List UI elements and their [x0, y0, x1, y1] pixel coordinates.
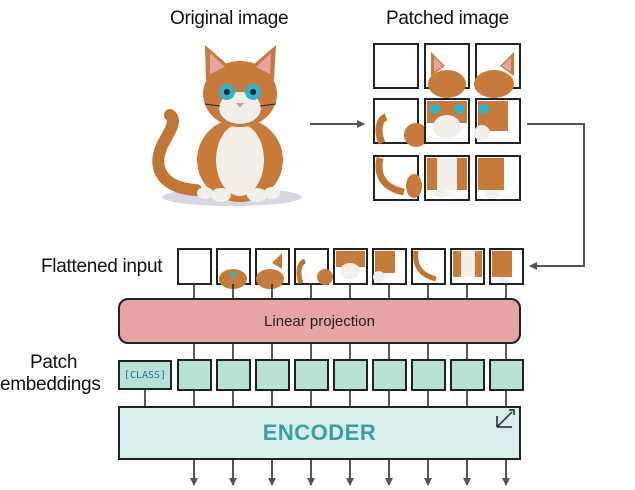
patch-embedding-boxes — [177, 359, 524, 391]
patch-embeddings-label-line1: Patch — [30, 352, 78, 373]
flattened-input-label: Flattened input — [41, 256, 163, 277]
encoder-block: ENCODER — [118, 406, 521, 460]
patched-image-heading: Patched image — [386, 8, 509, 29]
flattened-to-projection-lines — [193, 284, 507, 298]
linear-projection-block: Linear projection — [118, 298, 521, 344]
arrow-to-flattened — [527, 123, 585, 270]
original-image-heading: Original image — [170, 8, 289, 29]
patch-embeddings-label-line2: embeddings — [0, 374, 101, 395]
class-token-box: [CLASS] — [118, 360, 172, 390]
patched-image-grid — [373, 43, 521, 201]
embeddings-to-encoder-lines — [144, 390, 507, 406]
projection-to-embeddings-lines — [193, 344, 507, 360]
encoder-output-arrows — [190, 460, 510, 486]
flattened-input-row — [177, 248, 524, 289]
original-cat-image — [152, 45, 302, 206]
